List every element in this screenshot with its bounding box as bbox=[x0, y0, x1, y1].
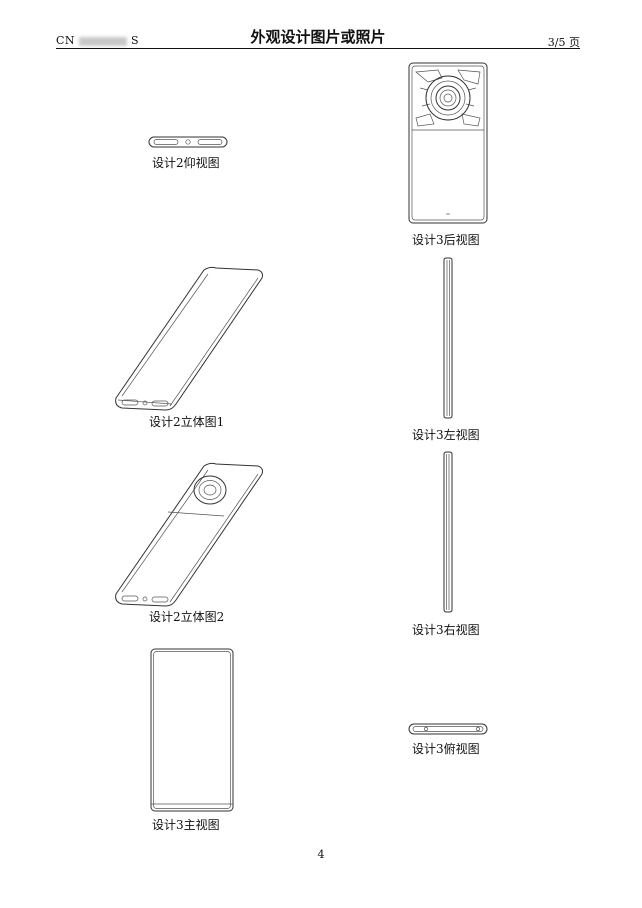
page-title: 外观设计图片或照片 bbox=[250, 28, 386, 46]
caption-d3-right: 设计3右视图 bbox=[412, 623, 480, 637]
top-view-drawing bbox=[408, 723, 488, 735]
header-rule bbox=[56, 48, 580, 49]
patent-number: CN S bbox=[56, 34, 139, 47]
page-header: CN S 外观设计图片或照片 3/5 页 bbox=[56, 26, 580, 49]
caption-d2-bottom: 设计2仰视图 bbox=[152, 156, 220, 170]
caption-d3-front: 设计3主视图 bbox=[152, 818, 220, 832]
perspective-1-drawing bbox=[115, 266, 263, 411]
back-view-drawing bbox=[408, 62, 488, 224]
left-view-drawing bbox=[443, 257, 453, 419]
figure-d3-back-view bbox=[408, 62, 488, 224]
patent-suffix: S bbox=[131, 34, 140, 47]
page-number: 4 bbox=[317, 848, 325, 861]
front-view-drawing bbox=[150, 648, 234, 812]
figure-d3-front-view bbox=[150, 648, 234, 812]
figure-d2-perspective-2 bbox=[112, 462, 268, 608]
figure-d3-right-view bbox=[441, 451, 455, 613]
page-info: 3/5 页 bbox=[547, 36, 580, 49]
right-view-drawing bbox=[443, 451, 453, 613]
figure-d3-top-view bbox=[408, 722, 488, 736]
caption-d3-top: 设计3俯视图 bbox=[412, 742, 480, 756]
perspective-2-drawing bbox=[115, 462, 263, 607]
caption-d3-left: 设计3左视图 bbox=[412, 428, 480, 442]
caption-d3-back: 设计3后视图 bbox=[412, 233, 480, 247]
patent-prefix: CN bbox=[56, 34, 76, 47]
redacted-number bbox=[79, 36, 128, 46]
figure-d2-perspective-1 bbox=[112, 266, 268, 412]
figure-d2-bottom-view bbox=[148, 135, 228, 149]
figure-d3-left-view bbox=[441, 257, 455, 419]
caption-d2-persp2: 设计2立体图2 bbox=[149, 610, 225, 624]
caption-d2-persp1: 设计2立体图1 bbox=[149, 415, 225, 429]
bottom-view-drawing bbox=[148, 136, 228, 148]
